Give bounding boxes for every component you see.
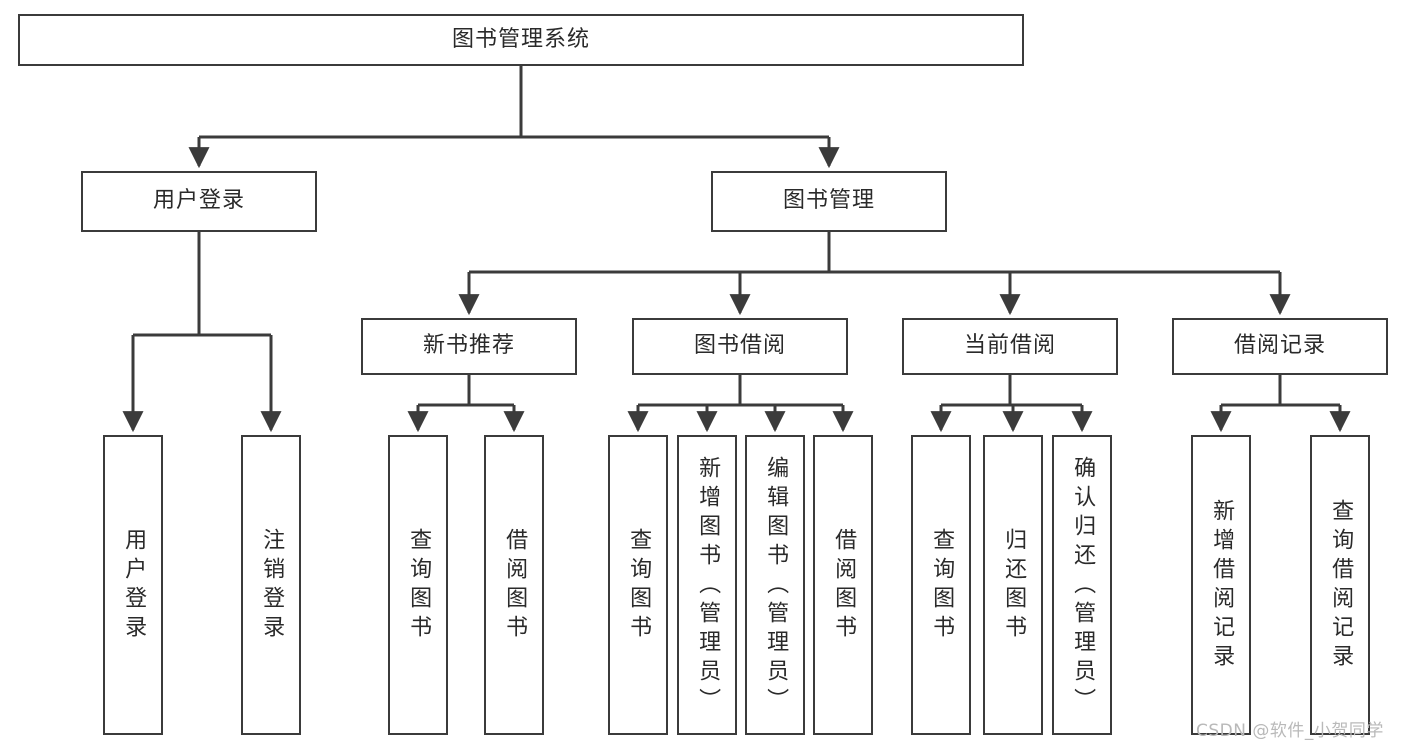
node-leaf-query-record[interactable]: 查询借阅记录 [1310, 435, 1370, 735]
node-leaf-query-book-3[interactable]: 查询图书 [911, 435, 971, 735]
node-leaf-borrow-book-1[interactable]: 借阅图书 [484, 435, 544, 735]
node-leaf-logout[interactable]: 注销登录 [241, 435, 301, 735]
node-leaf-query-book-1[interactable]: 查询图书 [388, 435, 448, 735]
node-user-login[interactable]: 用户登录 [81, 171, 317, 232]
node-leaf-add-record[interactable]: 新增借阅记录 [1191, 435, 1251, 735]
node-current-borrow[interactable]: 当前借阅 [902, 318, 1118, 375]
node-root[interactable]: 图书管理系统 [18, 14, 1024, 66]
node-leaf-query-book-2[interactable]: 查询图书 [608, 435, 668, 735]
csdn-watermark: CSDN @软件_小贺同学 [1196, 721, 1384, 741]
node-new-book-recommend[interactable]: 新书推荐 [361, 318, 577, 375]
node-leaf-user-login[interactable]: 用户登录 [103, 435, 163, 735]
node-leaf-edit-book[interactable]: 编辑图书（管理员） [745, 435, 805, 735]
node-leaf-add-book[interactable]: 新增图书（管理员） [677, 435, 737, 735]
node-leaf-return-book[interactable]: 归还图书 [983, 435, 1043, 735]
node-leaf-borrow-book-2[interactable]: 借阅图书 [813, 435, 873, 735]
node-borrow-record[interactable]: 借阅记录 [1172, 318, 1388, 375]
node-leaf-confirm-return[interactable]: 确认归还（管理员） [1052, 435, 1112, 735]
node-book-manage[interactable]: 图书管理 [711, 171, 947, 232]
node-book-borrow[interactable]: 图书借阅 [632, 318, 848, 375]
